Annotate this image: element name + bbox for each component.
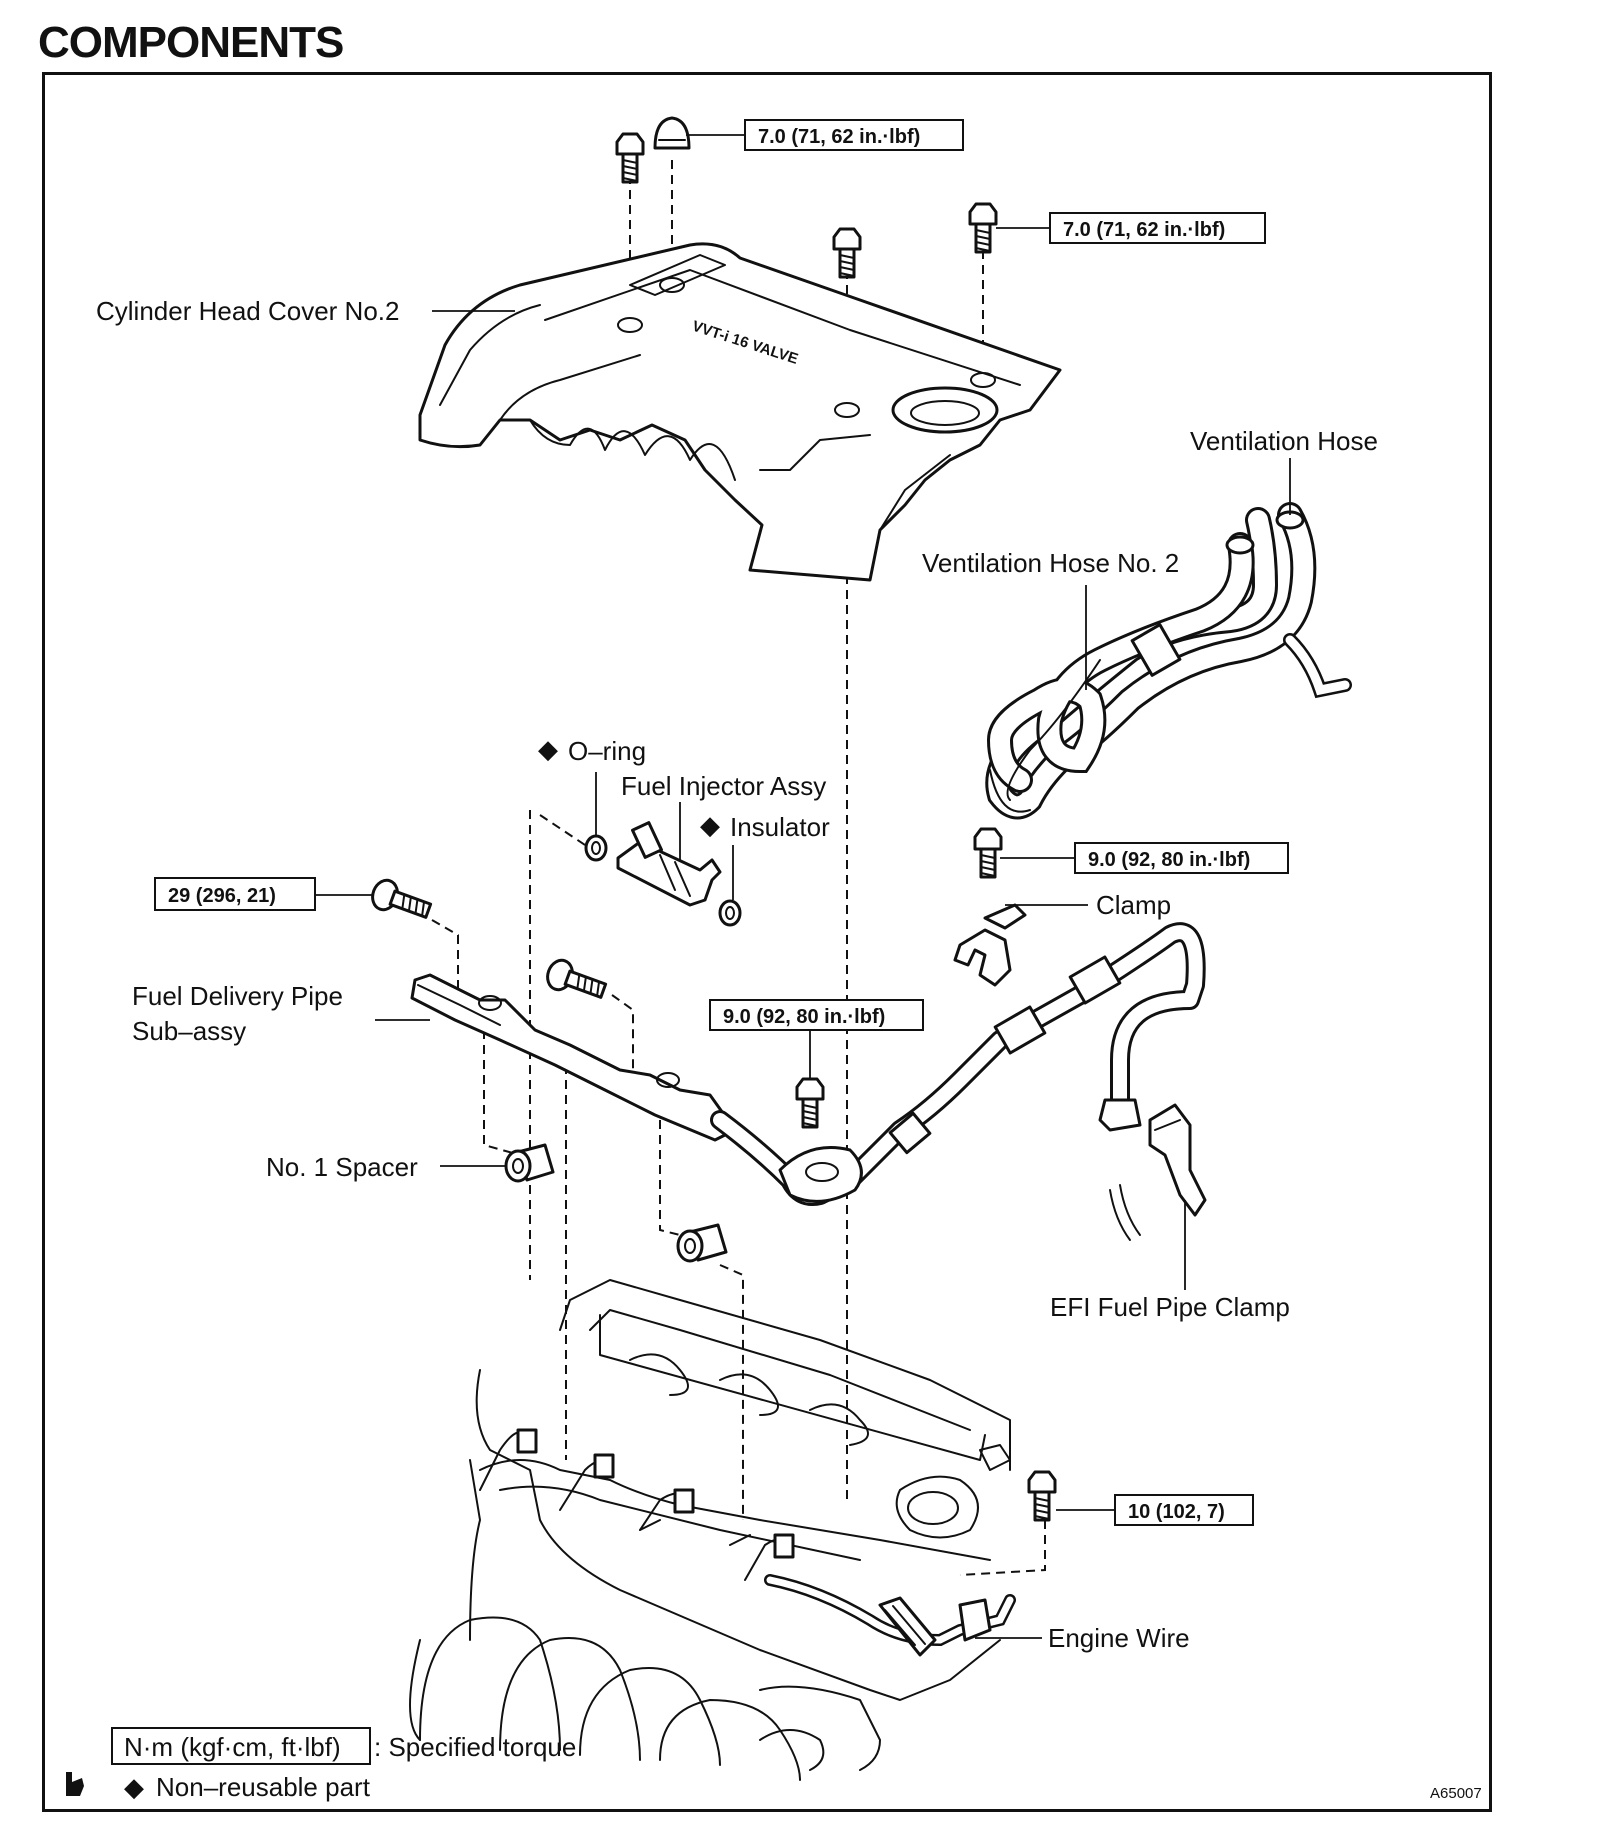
diamond-icon: ◆ — [700, 810, 720, 840]
torque-cover-nut: 7.0 (71, 62 in.·lbf) — [758, 126, 920, 148]
label-fuel-delivery-pipe: Fuel Delivery Pipe — [132, 981, 343, 1011]
ventilation-hoses — [985, 502, 1352, 820]
torque-center-bolt: 9.0 (92, 80 in.·lbf) — [723, 1006, 885, 1028]
legend-units: N·m (kgf·cm, ft·lbf) — [124, 1732, 341, 1762]
label-efi-fuel-pipe-clamp: EFI Fuel Pipe Clamp — [1050, 1292, 1290, 1322]
nut-icon — [653, 116, 691, 150]
bolt-icon — [973, 827, 1003, 879]
diamond-icon: ◆ — [538, 734, 558, 764]
label-fuel-injector: Fuel Injector Assy — [621, 771, 826, 801]
label-fuel-delivery-pipe-sub: Sub–assy — [132, 1016, 246, 1046]
engine-wire — [764, 1574, 1016, 1657]
torque-box — [154, 877, 316, 911]
engine-cylinder-head — [409, 1279, 1011, 1741]
label-spacer: No. 1 Spacer — [266, 1152, 418, 1182]
alignment-lines — [431, 160, 1046, 1576]
torque-box — [1049, 212, 1266, 244]
label-ventilation-hose-no2: Ventilation Hose No. 2 — [922, 548, 1179, 578]
torque-pipe-bolt: 29 (296, 21) — [168, 885, 276, 907]
legend-non-reusable: Non–reusable part — [156, 1772, 371, 1802]
bolt-icon — [615, 132, 645, 184]
clamp — [953, 903, 1027, 987]
torque-cover-bolt: 7.0 (71, 62 in.·lbf) — [1063, 219, 1225, 241]
bolt-icon — [542, 955, 610, 1007]
torque-box — [1074, 842, 1289, 874]
legend-units-description: : Specified torque — [374, 1732, 576, 1762]
page-title: COMPONENTS — [38, 18, 344, 67]
hand-note-icon — [66, 1772, 84, 1796]
intake-manifold — [419, 1616, 881, 1781]
label-engine-wire: Engine Wire — [1048, 1623, 1190, 1653]
diagram-frame — [42, 72, 1492, 1812]
label-cylinder-head-cover: Cylinder Head Cover No.2 — [96, 296, 399, 326]
bolt-icon — [832, 227, 862, 279]
label-clamp: Clamp — [1096, 890, 1171, 920]
cylinder-head-cover: VVT-i 16 VALVE — [418, 242, 1062, 582]
label-insulator: Insulator — [730, 812, 830, 842]
legend-units-box — [111, 1727, 371, 1765]
ignition-coils — [479, 1428, 795, 1581]
torque-box — [1114, 1494, 1254, 1526]
bolt-icon — [1027, 1470, 1057, 1522]
spacer — [676, 1223, 728, 1263]
torque-box — [744, 119, 964, 151]
fuel-injector — [584, 821, 742, 927]
torque-clamp-bolt: 9.0 (92, 80 in.·lbf) — [1088, 849, 1250, 871]
torque-box — [709, 999, 924, 1031]
fuel-delivery-pipe — [410, 922, 1206, 1241]
bolt-icon — [968, 202, 998, 254]
spacer — [504, 1143, 555, 1183]
bolt-icon — [795, 1077, 825, 1129]
figure-code: A65007 — [1430, 1785, 1482, 1802]
torque-wire-bolt: 10 (102, 7) — [1128, 1501, 1225, 1523]
diamond-icon: ◆ — [124, 1772, 144, 1802]
efi-fuel-pipe-clamp — [1148, 1103, 1207, 1217]
label-ventilation-hose: Ventilation Hose — [1190, 426, 1378, 456]
label-o-ring: O–ring — [568, 736, 646, 766]
bolt-icon — [367, 875, 435, 927]
